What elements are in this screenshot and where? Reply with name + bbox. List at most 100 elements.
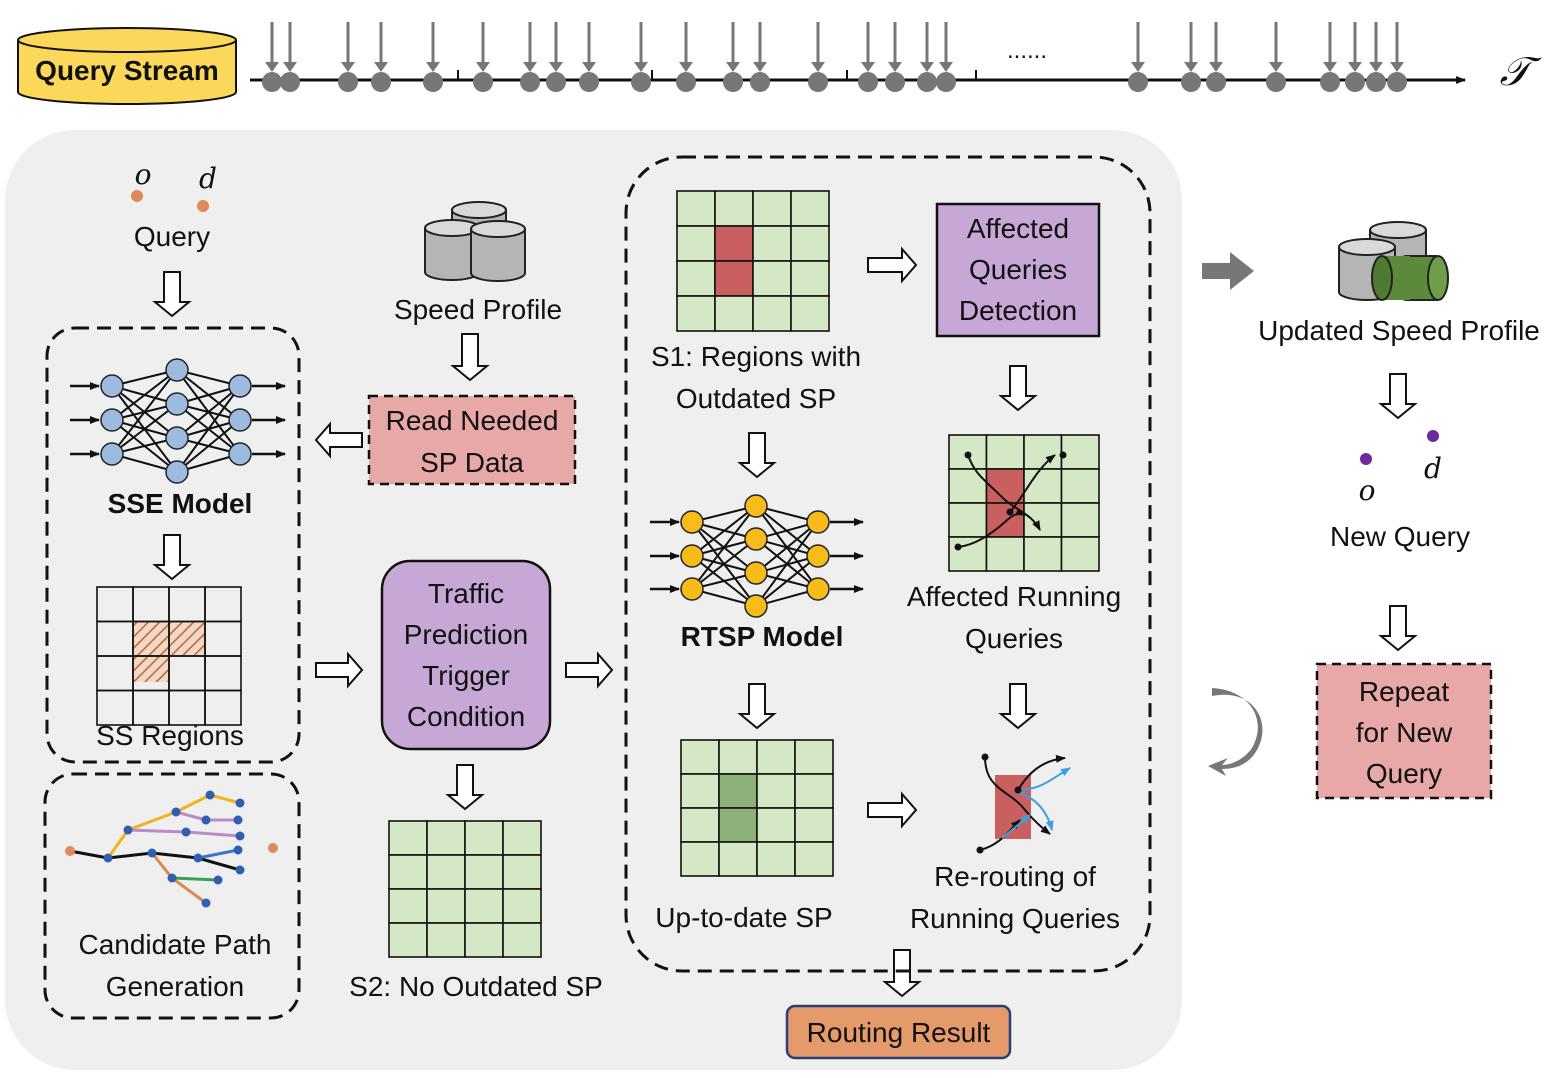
- arrow-affected-to-reroute: [998, 683, 1038, 730]
- grid-cell: [680, 841, 720, 877]
- routing-result-label: Routing Result: [806, 1016, 991, 1048]
- query-arrival-arrowhead: [920, 62, 934, 72]
- usp-cylinder-left-top: [1338, 238, 1396, 256]
- net-edge: [755, 521, 819, 574]
- read-needed-line-1: Read Needed: [385, 405, 559, 436]
- new-origin-dot: [1360, 453, 1372, 465]
- candidate-node: [147, 848, 157, 858]
- net-node: [806, 510, 830, 534]
- grid-cell: [718, 773, 758, 809]
- grid-cell: [790, 190, 830, 227]
- repeat-line-2: for New: [1355, 717, 1453, 748]
- query-arrival-arrowhead: [1348, 62, 1362, 72]
- arrow-to-routing-result: [882, 949, 922, 998]
- query-arrival-dot: [1266, 72, 1286, 92]
- query-arrival-arrowhead: [811, 62, 825, 72]
- query-arrival-dot: [1181, 72, 1201, 92]
- query-arrival-arrowhead: [582, 62, 596, 72]
- query-arrival-arrowhead: [265, 62, 279, 72]
- grid-cell: [718, 739, 758, 775]
- net-edge: [111, 369, 178, 455]
- net-node: [680, 577, 704, 601]
- query-arrival-dot: [262, 72, 282, 92]
- net-edge: [176, 385, 241, 473]
- grid-cell: [680, 739, 720, 775]
- query-arrival-arrowhead: [679, 62, 693, 72]
- grid-cell: [1023, 536, 1063, 572]
- trigger-line-4: Condition: [406, 701, 526, 732]
- grid-cell: [948, 468, 988, 504]
- grid-cell: [790, 225, 830, 262]
- arrow-s1-to-detect: [867, 246, 918, 284]
- grid-cell: [464, 922, 504, 958]
- net-node: [165, 392, 189, 416]
- query-arrival-dot: [936, 72, 956, 92]
- grid-cell: [718, 807, 758, 843]
- net-edge: [755, 521, 819, 607]
- candidate-node: [205, 790, 215, 800]
- sp-cylinder-right-top: [470, 220, 526, 238]
- grid-cell: [752, 295, 792, 332]
- net-edge: [691, 538, 757, 590]
- grid-cell: [985, 468, 1025, 504]
- query-arrival-arrowhead: [549, 62, 563, 72]
- grid-cell: [714, 260, 754, 297]
- query-arrival-dot: [631, 72, 651, 92]
- grid-cell: [794, 807, 834, 843]
- read-needed-box: [367, 394, 577, 486]
- query-arrival-arrowhead: [1209, 62, 1223, 72]
- grid-cell: [790, 260, 830, 297]
- query-arrival-dot: [808, 72, 828, 92]
- arrow-ss-to-trigger: [315, 651, 364, 689]
- arrow-usp-to-newquery: [1378, 373, 1418, 420]
- net-node: [806, 577, 830, 601]
- query-arrival-arrowhead: [341, 62, 355, 72]
- sp-cylinder-right: [470, 229, 526, 282]
- query-arrival-dot: [1345, 72, 1365, 92]
- net-node: [100, 374, 124, 398]
- new-query-origin-label: o: [1358, 474, 1376, 507]
- updated-speed-profile-cylinders: [1338, 221, 1449, 301]
- grid-cell: [794, 739, 834, 775]
- grid-cell: [680, 773, 720, 809]
- destination-dot: [197, 200, 209, 212]
- grid-cell: [790, 295, 830, 332]
- query-stream-cylinder: [17, 27, 237, 105]
- query-arrival-dot: [1366, 72, 1386, 92]
- grid-cell: [204, 689, 242, 726]
- speed-profile-label: Speed Profile: [393, 294, 563, 325]
- query-arrival-arrowhead: [426, 62, 440, 72]
- new-query-destination-label: d: [1424, 452, 1442, 485]
- net-node: [744, 594, 768, 618]
- trigger-line-3: Trigger: [422, 660, 510, 691]
- grid-cell: [502, 820, 542, 856]
- candidate-node: [103, 853, 113, 863]
- net-node: [228, 374, 252, 398]
- grid-cell: [1023, 502, 1063, 538]
- query-arrival-arrowhead: [1390, 62, 1404, 72]
- grid-cell: [752, 225, 792, 262]
- arrow-sp-to-read: [450, 333, 490, 382]
- query-arrival-arrowhead: [283, 62, 297, 72]
- query-arrival-dot: [885, 72, 905, 92]
- candidate-node: [181, 827, 191, 837]
- grid-cell: [502, 922, 542, 958]
- query-arrival-arrowhead: [1269, 62, 1283, 72]
- query-arrival-dot: [1320, 72, 1340, 92]
- candidate-path-box: [43, 772, 301, 1020]
- grid-cell: [756, 773, 796, 809]
- arrow-utd-to-reroute: [867, 791, 918, 829]
- grid-cell: [756, 739, 796, 775]
- usp-green-cylinder-start: [1371, 255, 1393, 301]
- query-arrival-dot: [338, 72, 358, 92]
- s1-label-2: Outdated SP: [675, 383, 837, 414]
- net-node: [680, 544, 704, 568]
- net-node: [100, 442, 124, 466]
- query-origin-label: o: [134, 158, 152, 191]
- net-edge: [111, 369, 178, 421]
- candidate-node: [213, 875, 223, 885]
- net-node: [680, 510, 704, 534]
- candidate-node: [167, 873, 177, 883]
- read-needed-line-2: SP Data: [420, 447, 524, 478]
- query-arrival-dot: [280, 72, 300, 92]
